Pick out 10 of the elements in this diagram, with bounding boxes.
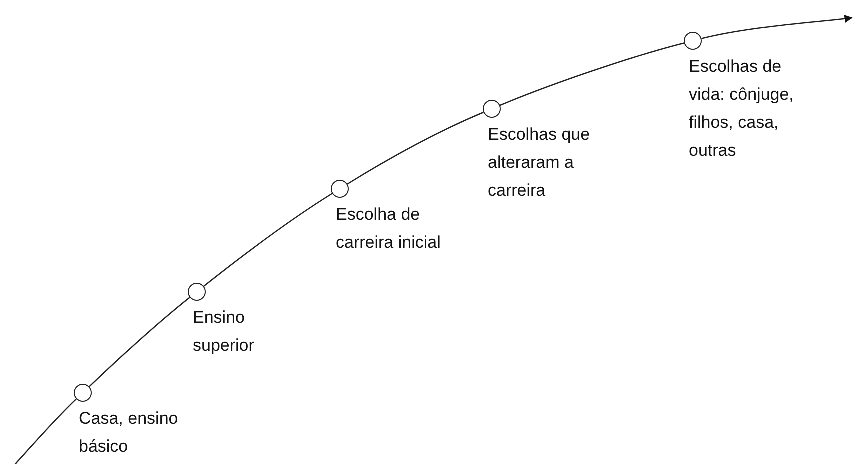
milestone-label: Escolha de carreira inicial [336,204,442,254]
curve-line [204,193,333,287]
curve-line [347,112,484,185]
milestone-label: Escolhas de vida: cônjuge, filhos, casa, outras [689,56,795,162]
milestone-label: Escolhas que alteraram a carreira [488,124,592,202]
curve-line [89,297,190,388]
milestone-label: Casa, ensino básico [79,408,180,458]
arrow [702,14,853,40]
milestone-label: Ensino superior [193,307,256,357]
curve-line [500,42,684,106]
